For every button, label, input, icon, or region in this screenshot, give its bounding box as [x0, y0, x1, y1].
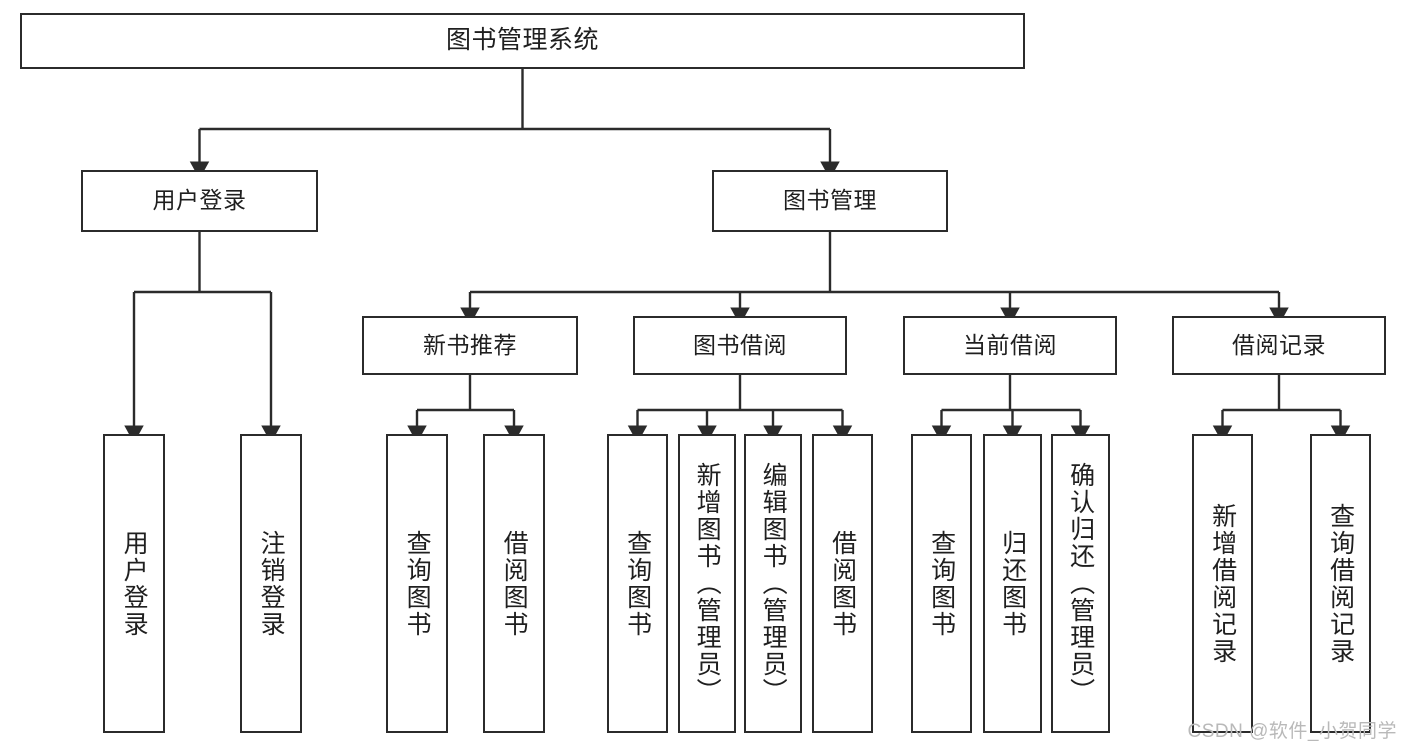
- node-leaf-user-login[interactable]: 用户登录: [103, 434, 165, 733]
- node-label-book-manage: 图书管理: [783, 187, 877, 214]
- node-label-book-borrow: 图书借阅: [693, 331, 787, 358]
- node-label-leaf-logout: 注销登录: [257, 529, 286, 638]
- node-label-leaf-user-login: 用户登录: [120, 529, 149, 638]
- node-label-user-login: 用户登录: [152, 187, 247, 214]
- node-label-new-book-rec: 新书推荐: [423, 331, 517, 358]
- node-label-leaf-query-1: 查询图书: [403, 529, 432, 638]
- node-label-leaf-query-rec: 查询借阅记录: [1326, 502, 1355, 665]
- node-label-leaf-query-3: 查询图书: [927, 529, 956, 638]
- node-label-leaf-query-2: 查询图书: [623, 529, 652, 638]
- node-root[interactable]: 图书管理系统: [20, 13, 1025, 69]
- node-current-borrow[interactable]: 当前借阅: [903, 316, 1117, 375]
- node-leaf-edit-book[interactable]: 编辑图书（管理员）: [744, 434, 802, 733]
- node-leaf-query-rec[interactable]: 查询借阅记录: [1310, 434, 1371, 733]
- node-leaf-return[interactable]: 归还图书: [983, 434, 1042, 733]
- node-leaf-add-book[interactable]: 新增图书（管理员）: [678, 434, 736, 733]
- node-leaf-query-3[interactable]: 查询图书: [911, 434, 972, 733]
- node-leaf-logout[interactable]: 注销登录: [240, 434, 302, 733]
- node-label-leaf-confirm: 确认归还（管理员）: [1066, 462, 1095, 705]
- connector-edges: [124, 69, 1351, 444]
- node-label-leaf-edit-book: 编辑图书（管理员）: [759, 462, 788, 705]
- watermark-label: CSDN @软件_小贺同学: [1187, 721, 1397, 742]
- node-leaf-add-rec[interactable]: 新增借阅记录: [1192, 434, 1253, 733]
- node-leaf-query-1[interactable]: 查询图书: [386, 434, 448, 733]
- node-label-root: 图书管理系统: [445, 26, 599, 55]
- node-leaf-confirm[interactable]: 确认归还（管理员）: [1051, 434, 1110, 733]
- node-leaf-borrow-2[interactable]: 借阅图书: [812, 434, 873, 733]
- node-book-borrow[interactable]: 图书借阅: [633, 316, 847, 375]
- node-label-leaf-borrow-1: 借阅图书: [500, 529, 529, 638]
- node-book-manage[interactable]: 图书管理: [712, 170, 948, 232]
- node-label-current-borrow: 当前借阅: [963, 331, 1057, 358]
- node-leaf-query-2[interactable]: 查询图书: [607, 434, 668, 733]
- node-label-leaf-add-book: 新增图书（管理员）: [693, 462, 722, 705]
- node-borrow-record[interactable]: 借阅记录: [1172, 316, 1386, 375]
- node-leaf-borrow-1[interactable]: 借阅图书: [483, 434, 545, 733]
- node-label-leaf-return: 归还图书: [998, 529, 1027, 638]
- node-label-leaf-borrow-2: 借阅图书: [828, 529, 857, 638]
- node-user-login[interactable]: 用户登录: [81, 170, 318, 232]
- node-new-book-rec[interactable]: 新书推荐: [362, 316, 578, 375]
- node-label-borrow-record: 借阅记录: [1232, 331, 1326, 358]
- node-label-leaf-add-rec: 新增借阅记录: [1208, 502, 1237, 665]
